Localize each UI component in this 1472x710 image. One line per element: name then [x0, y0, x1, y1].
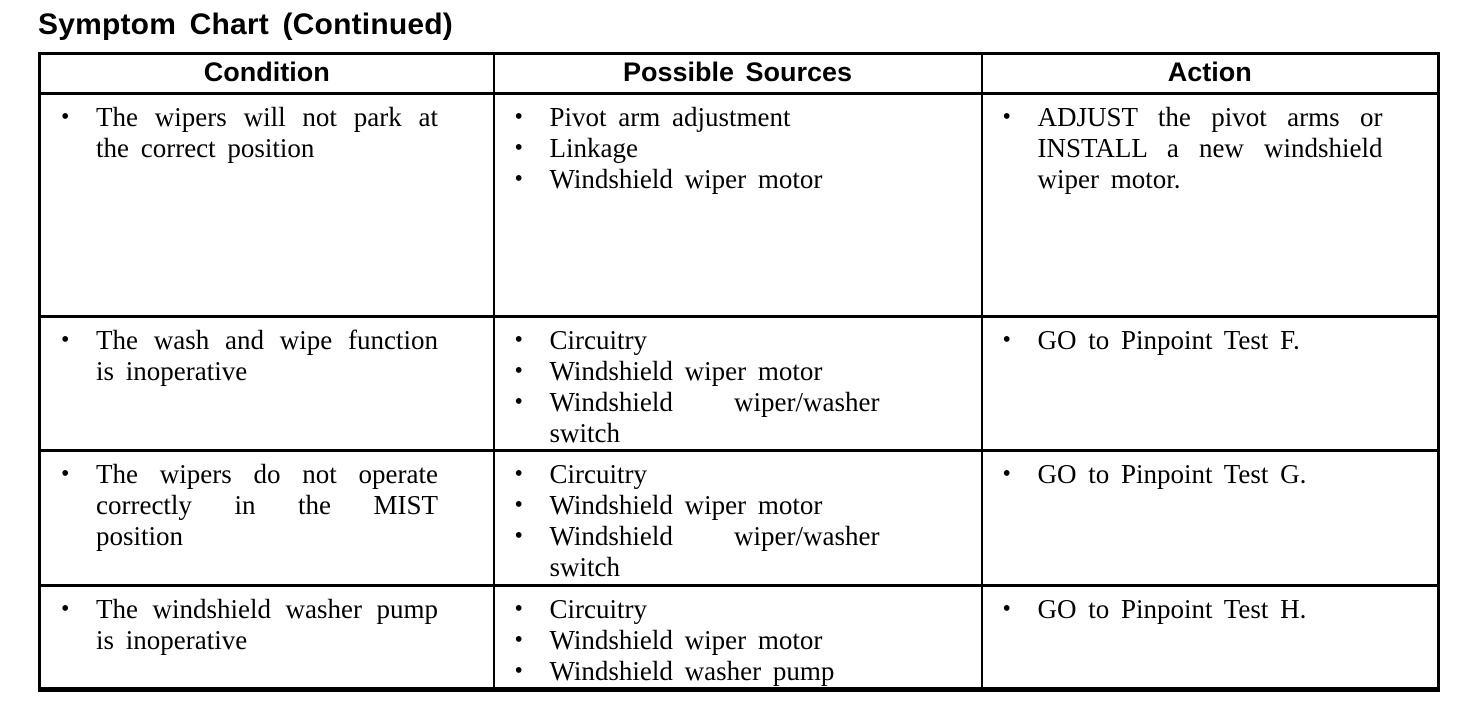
bullet-item: • Windshield wiper/washer switch — [515, 521, 880, 583]
bullet-item: • Linkage — [515, 133, 880, 164]
bullet-item-text: GO to Pinpoint Test G. — [1037, 459, 1307, 489]
bullet-item-text: Windshield wiper motor — [549, 164, 823, 194]
bullet-icon: • — [1002, 596, 1011, 622]
page-title: Symptom Chart (Continued) — [38, 8, 453, 41]
condition-cell: • The windshield washer pump is inoperati… — [38, 584, 495, 691]
bullet-item-text: Windshield wiper motor — [549, 356, 823, 386]
action-cell: • GO to Pinpoint Test F. — [980, 315, 1440, 452]
bullet-item: • ADJUST the pivot arms or INSTALL a new … — [1003, 102, 1383, 195]
bullet-item: • Circuitry — [515, 325, 880, 356]
bullet-item-text: GO to Pinpoint Test H. — [1037, 594, 1307, 624]
bullet-icon: • — [1002, 461, 1011, 487]
bullet-icon: • — [514, 596, 523, 622]
condition-list: • The wipers will not park at the correct… — [41, 95, 493, 164]
bullet-icon: • — [514, 492, 523, 518]
bullet-item-text: Pivot arm adjustment — [549, 102, 791, 132]
sources-list: • Circuitry • Windshield wiper motor • Windsh… — [495, 452, 981, 583]
bullet-icon: • — [514, 461, 523, 487]
condition-list: • The wipers do not operate correctly in … — [41, 452, 493, 552]
condition-list: • The windshield washer pump is inoperati… — [41, 587, 493, 656]
symptom-table-body: • The wipers will not park at the correct… — [38, 92, 1440, 691]
bullet-item: • Windshield wiper motor — [515, 356, 880, 387]
action-cell: • GO to Pinpoint Test G. — [980, 449, 1440, 587]
sources-cell: • Pivot arm adjustment • Linkage • Windshield… — [492, 92, 983, 318]
action-list: • ADJUST the pivot arms or INSTALL a new … — [983, 95, 1438, 195]
bullet-icon: • — [61, 596, 70, 622]
bullet-item: • Windshield wiper motor — [515, 490, 880, 521]
bullet-item-text: The wipers do not operate correctly in t… — [96, 459, 438, 551]
bullet-item: • GO to Pinpoint Test H. — [1003, 594, 1383, 625]
sources-cell: • Circuitry • Windshield wiper motor • Windsh… — [492, 584, 983, 691]
bullet-icon: • — [1002, 327, 1011, 353]
bullet-item: • The wipers will not park at the correct… — [61, 102, 438, 164]
symptom-chart-page: Symptom Chart (Continued) Condition Poss… — [38, 8, 1440, 692]
bullet-item: • Circuitry — [515, 459, 880, 490]
column-header-action: Action — [980, 52, 1440, 95]
condition-cell: • The wipers will not park at the correct… — [38, 92, 495, 318]
bullet-item: • The wipers do not operate correctly in … — [61, 459, 438, 552]
action-list: • GO to Pinpoint Test H. — [983, 587, 1438, 625]
bullet-icon: • — [514, 627, 523, 653]
condition-list: • The wash and wipe function is inoperati… — [41, 318, 493, 387]
sources-cell: • Circuitry • Windshield wiper motor • Windsh… — [492, 449, 983, 587]
condition-cell: • The wash and wipe function is inoperati… — [38, 315, 495, 452]
bullet-item-text: The wash and wipe function is inoperativ… — [96, 325, 438, 386]
bullet-icon: • — [61, 461, 70, 487]
bullet-icon: • — [514, 327, 523, 353]
bullet-item-text: GO to Pinpoint Test F. — [1037, 325, 1300, 355]
bullet-icon: • — [514, 166, 523, 192]
bullet-icon: • — [1002, 104, 1011, 130]
bullet-item-text: Circuitry — [549, 594, 647, 624]
bullet-icon: • — [514, 358, 523, 384]
action-list: • GO to Pinpoint Test G. — [983, 452, 1438, 490]
bullet-item-text: Circuitry — [549, 459, 647, 489]
bullet-icon: • — [514, 523, 523, 549]
bullet-icon: • — [61, 104, 70, 130]
bullet-icon: • — [514, 658, 523, 684]
sources-list: • Pivot arm adjustment • Linkage • Windshield… — [495, 95, 981, 195]
bullet-icon: • — [61, 327, 70, 353]
column-header-possible-sources: Possible Sources — [492, 52, 983, 95]
bullet-item: • Windshield wiper/washer switch — [515, 387, 880, 449]
bullet-item: • Pivot arm adjustment — [515, 102, 880, 133]
bullet-icon: • — [514, 389, 523, 415]
bullet-item-text: Windshield wiper/washer switch — [549, 387, 880, 448]
bullet-item: • The wash and wipe function is inoperati… — [61, 325, 438, 387]
table-row: • The windshield washer pump is inoperati… — [38, 584, 1440, 691]
sources-cell: • Circuitry • Windshield wiper motor • Windsh… — [492, 315, 983, 452]
condition-cell: • The wipers do not operate correctly in … — [38, 449, 495, 587]
sources-list: • Circuitry • Windshield wiper motor • Windsh… — [495, 587, 981, 687]
table-row: • The wash and wipe function is inoperati… — [38, 315, 1440, 452]
action-list: • GO to Pinpoint Test F. — [983, 318, 1438, 356]
action-cell: • ADJUST the pivot arms or INSTALL a new … — [980, 92, 1440, 318]
bullet-icon: • — [514, 135, 523, 161]
bullet-item: • GO to Pinpoint Test F. — [1003, 325, 1383, 356]
bullet-item-text: The windshield washer pump is inoperativ… — [96, 594, 438, 655]
bullet-icon: • — [514, 104, 523, 130]
bullet-item: • GO to Pinpoint Test G. — [1003, 459, 1383, 490]
bullet-item-text: Windshield wiper motor — [549, 490, 823, 520]
table-row: • The wipers will not park at the correct… — [38, 92, 1440, 318]
bullet-item-text: The wipers will not park at the correct … — [96, 102, 438, 163]
bullet-item-text: Windshield wiper/washer switch — [549, 521, 880, 582]
bullet-item-text: ADJUST the pivot arms or INSTALL a new w… — [1037, 102, 1383, 194]
column-header-condition: Condition — [38, 52, 495, 95]
bullet-item-text: Windshield washer pump — [549, 656, 835, 686]
bullet-item: • Windshield wiper motor — [515, 164, 880, 195]
sources-list: • Circuitry • Windshield wiper motor • Windsh… — [495, 318, 981, 449]
bullet-item: • Windshield washer pump — [515, 656, 880, 687]
bullet-item-text: Linkage — [549, 133, 638, 163]
bullet-item-text: Windshield wiper motor — [549, 625, 823, 655]
bullet-item-text: Circuitry — [549, 325, 647, 355]
bullet-item: • Circuitry — [515, 594, 880, 625]
action-cell: • GO to Pinpoint Test H. — [980, 584, 1440, 691]
table-row: • The wipers do not operate correctly in … — [38, 449, 1440, 587]
bullet-item: • Windshield wiper motor — [515, 625, 880, 656]
bullet-item: • The windshield washer pump is inoperati… — [61, 594, 438, 656]
header-row: Condition Possible Sources Action — [38, 52, 1440, 95]
symptom-chart-table: Condition Possible Sources Action • The w… — [38, 52, 1440, 692]
